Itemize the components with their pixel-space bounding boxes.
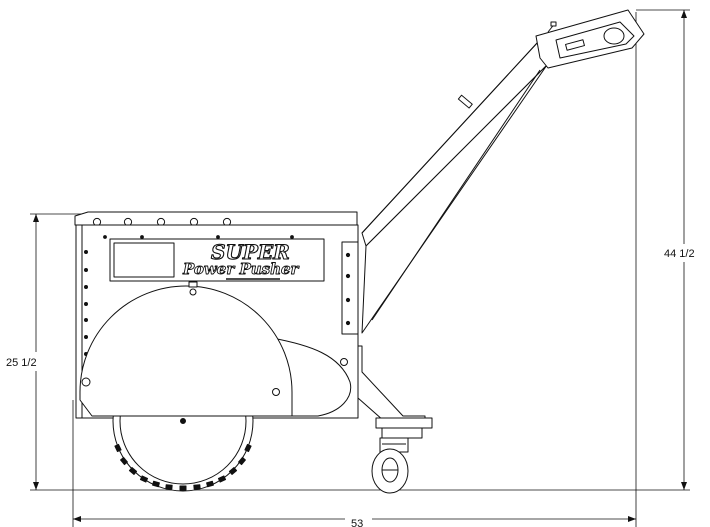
grip-knob bbox=[603, 27, 625, 45]
guard-bolt bbox=[81, 377, 91, 387]
arrow-length-left bbox=[73, 516, 81, 522]
arrow-body-top bbox=[33, 214, 39, 222]
tread bbox=[152, 480, 160, 488]
handle-arm bbox=[361, 41, 548, 334]
grip-switch bbox=[565, 39, 585, 51]
drive-hub bbox=[180, 418, 186, 424]
tread bbox=[238, 456, 246, 466]
rivet bbox=[140, 235, 144, 239]
rivet bbox=[345, 320, 351, 326]
guard-top-tab bbox=[188, 281, 198, 288]
tread bbox=[217, 475, 227, 483]
guard-bolt bbox=[272, 388, 280, 396]
handle-grip bbox=[535, 9, 645, 69]
guard-top-bolt bbox=[189, 288, 197, 296]
caster-swivel bbox=[381, 427, 423, 439]
logo-panel: SUPER Power Pusher bbox=[109, 238, 325, 282]
arrow-length-right bbox=[628, 516, 636, 522]
motor-bolt bbox=[340, 358, 348, 366]
tread bbox=[120, 456, 128, 466]
tread bbox=[114, 443, 122, 453]
side-plate-rivets bbox=[345, 252, 351, 326]
tread-blocks bbox=[114, 443, 252, 491]
tread bbox=[193, 484, 201, 490]
rivet bbox=[103, 235, 107, 239]
lid-holes bbox=[92, 217, 232, 227]
rivet bbox=[345, 252, 351, 258]
rivet bbox=[84, 335, 88, 339]
logo-super-text: SUPER bbox=[211, 240, 290, 264]
rivet bbox=[84, 318, 88, 322]
bracket-arm bbox=[357, 345, 426, 429]
handle-brace-line bbox=[371, 69, 541, 321]
caster-wheel bbox=[371, 448, 409, 494]
handle-bracket bbox=[457, 94, 473, 109]
bracket-plate bbox=[375, 417, 433, 429]
logo-pusher-text: Power Pusher bbox=[182, 260, 300, 278]
side-plate bbox=[341, 241, 359, 335]
wheel-guard bbox=[79, 285, 293, 417]
tread bbox=[228, 467, 238, 475]
rivet bbox=[84, 302, 88, 306]
rivet bbox=[290, 235, 294, 239]
rivet bbox=[84, 268, 88, 272]
body-height-label: 25 1/2 bbox=[6, 357, 37, 369]
overall-height-label: 44 1/2 bbox=[664, 248, 695, 260]
rivet bbox=[216, 235, 220, 239]
handle-tube bbox=[361, 41, 548, 247]
tread bbox=[128, 467, 138, 475]
caster-bracket bbox=[357, 345, 433, 453]
dimension-lines bbox=[30, 9, 690, 527]
dimension-arrows bbox=[33, 10, 687, 522]
arrow-overall-top bbox=[681, 10, 687, 18]
machine: SUPER Power Pusher bbox=[74, 9, 645, 494]
arrow-body-bottom bbox=[33, 482, 39, 490]
tread bbox=[244, 443, 252, 453]
top-lid bbox=[74, 211, 358, 226]
rivet bbox=[345, 297, 351, 303]
tread bbox=[179, 485, 187, 491]
rivet bbox=[345, 273, 351, 279]
rivet bbox=[84, 250, 88, 254]
label-window bbox=[113, 242, 175, 278]
grip-tip bbox=[550, 21, 557, 27]
rivet bbox=[84, 285, 88, 289]
arrow-overall-bottom bbox=[681, 482, 687, 490]
tread bbox=[206, 480, 214, 488]
overall-length-label: 53 bbox=[351, 518, 363, 527]
tread bbox=[165, 484, 173, 490]
handle-tube-edge bbox=[361, 41, 539, 234]
tread bbox=[139, 475, 149, 483]
